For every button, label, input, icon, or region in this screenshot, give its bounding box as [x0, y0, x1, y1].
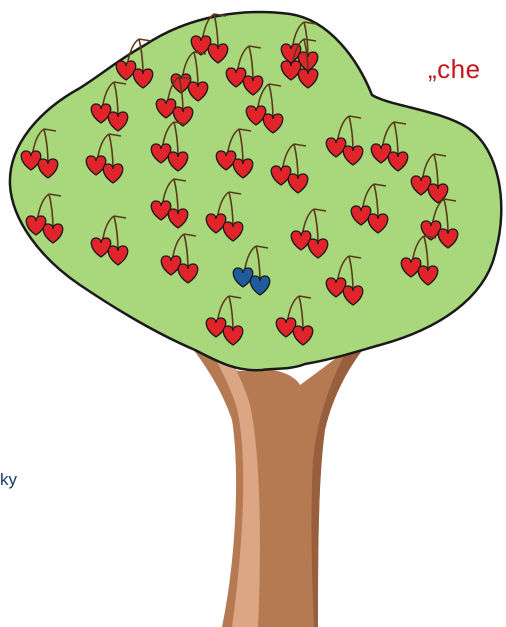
cherry-pair-icon	[270, 143, 309, 194]
cherry-pair-icon	[225, 45, 264, 96]
cherry-pair-icon	[25, 193, 64, 244]
blue-cherry-pair-icon	[232, 245, 271, 296]
cherry-cluster	[20, 13, 459, 346]
tree-trunk	[140, 290, 380, 627]
cherry-pair-icon	[420, 198, 459, 249]
tree-canopy	[8, 10, 503, 372]
cherry-pair-icon	[85, 133, 124, 184]
cherry-pair-icon	[245, 83, 284, 134]
cherry-pair-icon	[90, 215, 129, 266]
cherry-pair-icon	[190, 13, 229, 64]
cherry-pair-icon	[20, 128, 59, 179]
cherry-pair-icon	[115, 38, 154, 89]
cherry-pair-icon	[150, 178, 189, 229]
cherry-pair-icon	[155, 76, 194, 127]
cherry-pair-icon	[325, 255, 364, 306]
cherry-pair-icon	[205, 295, 244, 346]
cherry-pair-icon	[150, 121, 189, 172]
cherry-label: „che	[428, 54, 481, 84]
cherry-pair-icon	[410, 153, 449, 204]
cherry-pair-icon	[275, 295, 314, 346]
cherry-pair-icon	[400, 235, 439, 286]
cherry-pair-icon	[205, 191, 244, 242]
cherry-pair-icon	[280, 38, 319, 89]
cherry-pair-icon	[325, 115, 364, 166]
cherry-pair-icon	[370, 121, 409, 172]
side-label: ky	[0, 470, 17, 489]
cherry-pair-icon	[290, 208, 329, 259]
cherry-pair-icon	[350, 183, 389, 234]
cherry-pair-icon	[90, 81, 129, 132]
cherry-pair-icon	[215, 128, 254, 179]
cherry-pair-icon	[160, 233, 199, 284]
